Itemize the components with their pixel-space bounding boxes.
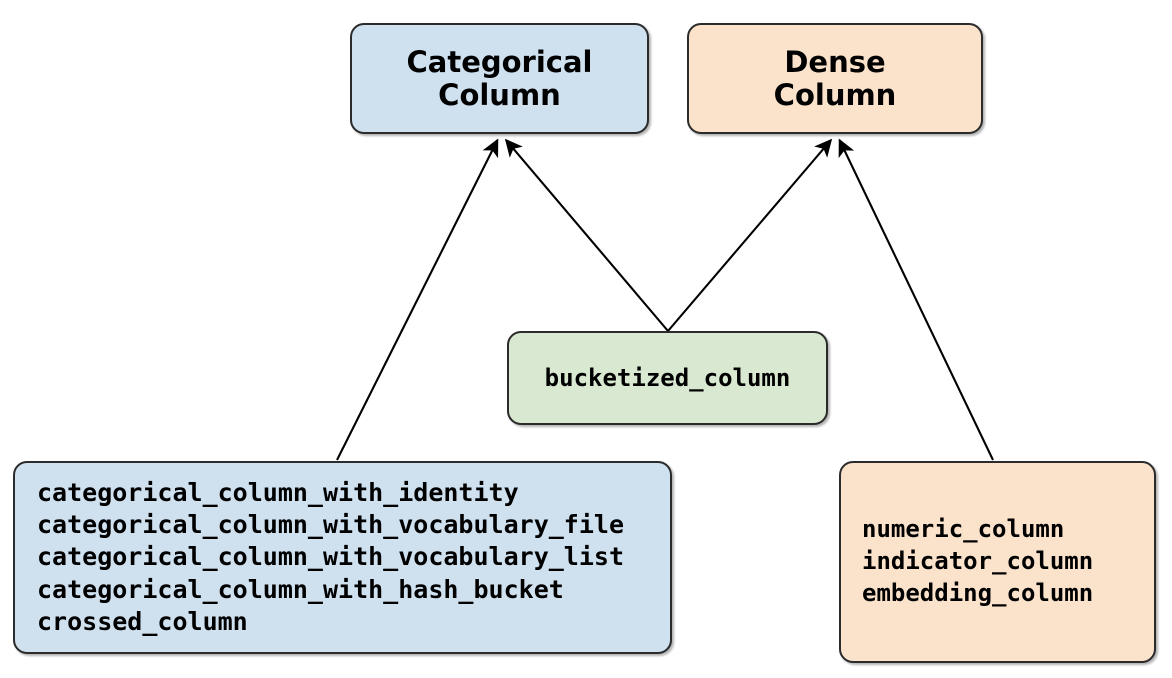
list-item: embedding_column [862,578,1094,607]
categorical-column-type-list: categorical_column_with_identity categor… [37,477,670,638]
node-categorical-column-types[interactable]: categorical_column_with_identity categor… [13,461,672,654]
list-item: indicator_column [862,547,1094,576]
edge-bucketized-to-categorical-column [504,138,669,332]
dense-column-type-list: numeric_column indicator_column embeddin… [862,514,1154,609]
node-bucketized-column[interactable]: bucketized_column [507,331,828,425]
edge-categorical-list-to-categorical-column [336,138,499,461]
node-categorical-column[interactable]: Categorical Column [350,23,649,134]
list-item: categorical_column_with_hash_bucket [37,574,564,604]
node-categorical-column-label: Categorical Column [406,45,593,112]
node-dense-column-label: Dense Column [773,45,897,112]
list-item: categorical_column_with_identity [37,477,519,507]
node-dense-column-types[interactable]: numeric_column indicator_column embeddin… [839,461,1156,663]
edge-bucketized-to-dense-column [667,138,833,332]
edge-dense-list-to-dense-column [838,138,994,461]
list-item: categorical_column_with_vocabulary_file [37,510,624,540]
node-dense-column[interactable]: Dense Column [687,23,983,134]
node-bucketized-column-label: bucketized_column [544,364,791,392]
list-item: crossed_column [37,606,248,636]
list-item: categorical_column_with_vocabulary_list [37,542,624,572]
list-item: numeric_column [862,515,1065,544]
